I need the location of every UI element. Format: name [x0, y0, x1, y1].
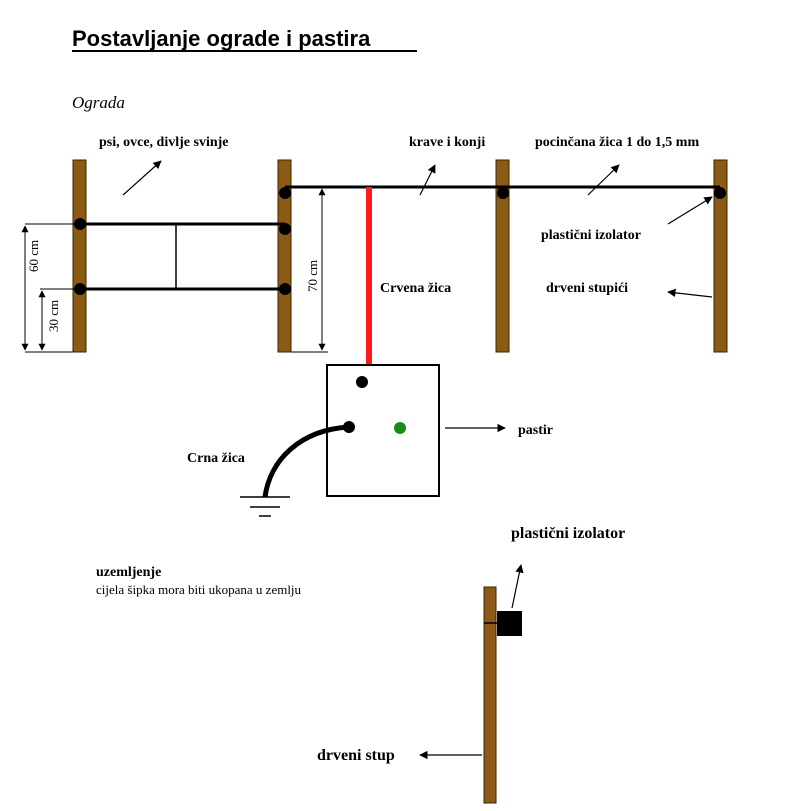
arrow-insulator — [667, 196, 713, 225]
grounding-note: cijela šipka mora biti ukopana u zemlju — [96, 582, 302, 597]
arrow-wire-spec — [587, 164, 620, 196]
insulator-dot — [279, 283, 291, 295]
insulator-dot — [714, 187, 726, 199]
red-wire-terminal — [356, 376, 368, 388]
fence-post-2 — [277, 159, 292, 353]
label-small-animals: psi, ovce, divlje svinje — [99, 135, 229, 150]
label-detail-insulator: plastični izolator — [511, 525, 625, 542]
label-large-animals: krave i konji — [409, 135, 485, 150]
label-detail-post: drveni stup — [317, 747, 395, 764]
fence-post-1 — [72, 159, 87, 353]
section-title-fence: Ograda — [72, 93, 125, 112]
fence-post-3 — [495, 159, 510, 353]
insulator-dot — [279, 223, 291, 235]
insulator-dot — [497, 187, 509, 199]
dim-label-60: 60 cm — [26, 240, 41, 272]
detail-insulator — [497, 611, 522, 636]
arrow-small-animals — [122, 160, 162, 196]
label-wooden-posts: drveni stupići — [546, 281, 628, 296]
label-black-wire: Crna žica — [187, 451, 245, 466]
dim-label-70: 70 cm — [305, 260, 320, 292]
label-energizer: pastir — [518, 423, 553, 438]
insulator-dot — [279, 187, 291, 199]
label-wire-spec: pocinčana žica 1 do 1,5 mm — [535, 135, 699, 150]
indicator-light — [394, 422, 406, 434]
energizer-box — [326, 364, 440, 497]
page-title: Postavljanje ograde i pastira — [72, 26, 371, 51]
label-red-wire: Crvena žica — [380, 281, 451, 296]
arrow-large-animals — [419, 164, 436, 196]
detail-post — [483, 586, 497, 804]
arrow-wooden-posts — [667, 288, 713, 298]
arrow-detail-insulator — [511, 564, 524, 609]
label-insulator: plastični izolator — [541, 228, 641, 243]
black-wire — [262, 424, 350, 498]
label-grounding: uzemljenje — [96, 565, 161, 580]
fence-post-4 — [713, 159, 728, 353]
dim-label-30: 30 cm — [46, 300, 61, 332]
